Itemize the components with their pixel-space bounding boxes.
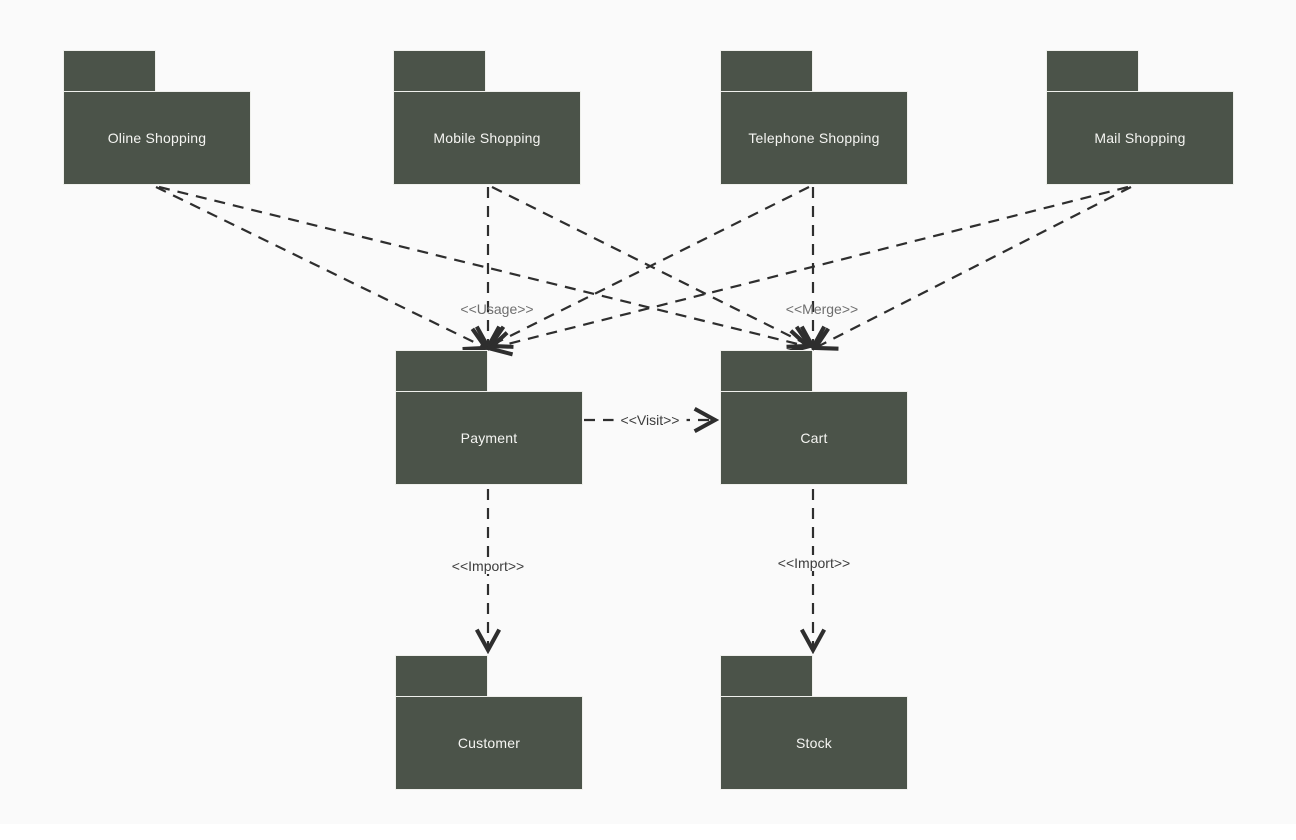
canvas-bottom-edge	[0, 824, 1296, 840]
package-label: Mail Shopping	[1094, 130, 1186, 146]
stereotype-merge-label: <<Merge>>	[785, 301, 859, 317]
stereotype-import-right-label: <<Import>>	[770, 555, 858, 571]
package-body: Telephone Shopping	[720, 91, 908, 185]
package-label: Mobile Shopping	[433, 130, 541, 146]
package-mobile-shopping[interactable]: Mobile Shopping	[393, 50, 581, 185]
package-tab	[720, 350, 813, 392]
edge-oline-to-cart	[158, 185, 806, 346]
package-label: Telephone Shopping	[748, 130, 880, 146]
package-body: Payment	[395, 391, 583, 485]
package-body: Customer	[395, 696, 583, 790]
package-tab	[395, 350, 488, 392]
edge-mail-to-payment	[492, 185, 1129, 348]
package-tab	[720, 655, 813, 697]
package-tab	[1046, 50, 1139, 92]
package-body: Stock	[720, 696, 908, 790]
package-telephone-shopping[interactable]: Telephone Shopping	[720, 50, 908, 185]
package-label: Cart	[800, 430, 828, 446]
package-label: Oline Shopping	[107, 130, 207, 146]
package-tab	[395, 655, 488, 697]
stereotype-usage-label: <<Usage>>	[460, 301, 534, 317]
package-tab	[393, 50, 486, 92]
package-tab	[63, 50, 156, 92]
package-oline-shopping[interactable]: Oline Shopping	[63, 50, 251, 185]
package-body: Mail Shopping	[1046, 91, 1234, 185]
package-body: Oline Shopping	[63, 91, 251, 185]
edge-telephone-to-payment	[492, 186, 810, 345]
package-mail-shopping[interactable]: Mail Shopping	[1046, 50, 1234, 185]
package-label: Customer	[457, 735, 521, 751]
edge-oline-to-payment	[155, 186, 484, 347]
package-stock[interactable]: Stock	[720, 655, 908, 790]
package-body: Mobile Shopping	[393, 91, 581, 185]
stereotype-import-left-label: <<Import>>	[444, 558, 532, 574]
edge-mail-to-cart	[817, 186, 1132, 347]
package-payment[interactable]: Payment	[395, 350, 583, 485]
package-tab	[720, 50, 813, 92]
package-body: Cart	[720, 391, 908, 485]
edge-mobile-to-cart	[491, 186, 808, 345]
stereotype-visit-label: <<Visit>>	[613, 412, 687, 428]
package-label: Stock	[795, 735, 832, 751]
package-cart[interactable]: Cart	[720, 350, 908, 485]
package-customer[interactable]: Customer	[395, 655, 583, 790]
package-label: Payment	[460, 430, 518, 446]
